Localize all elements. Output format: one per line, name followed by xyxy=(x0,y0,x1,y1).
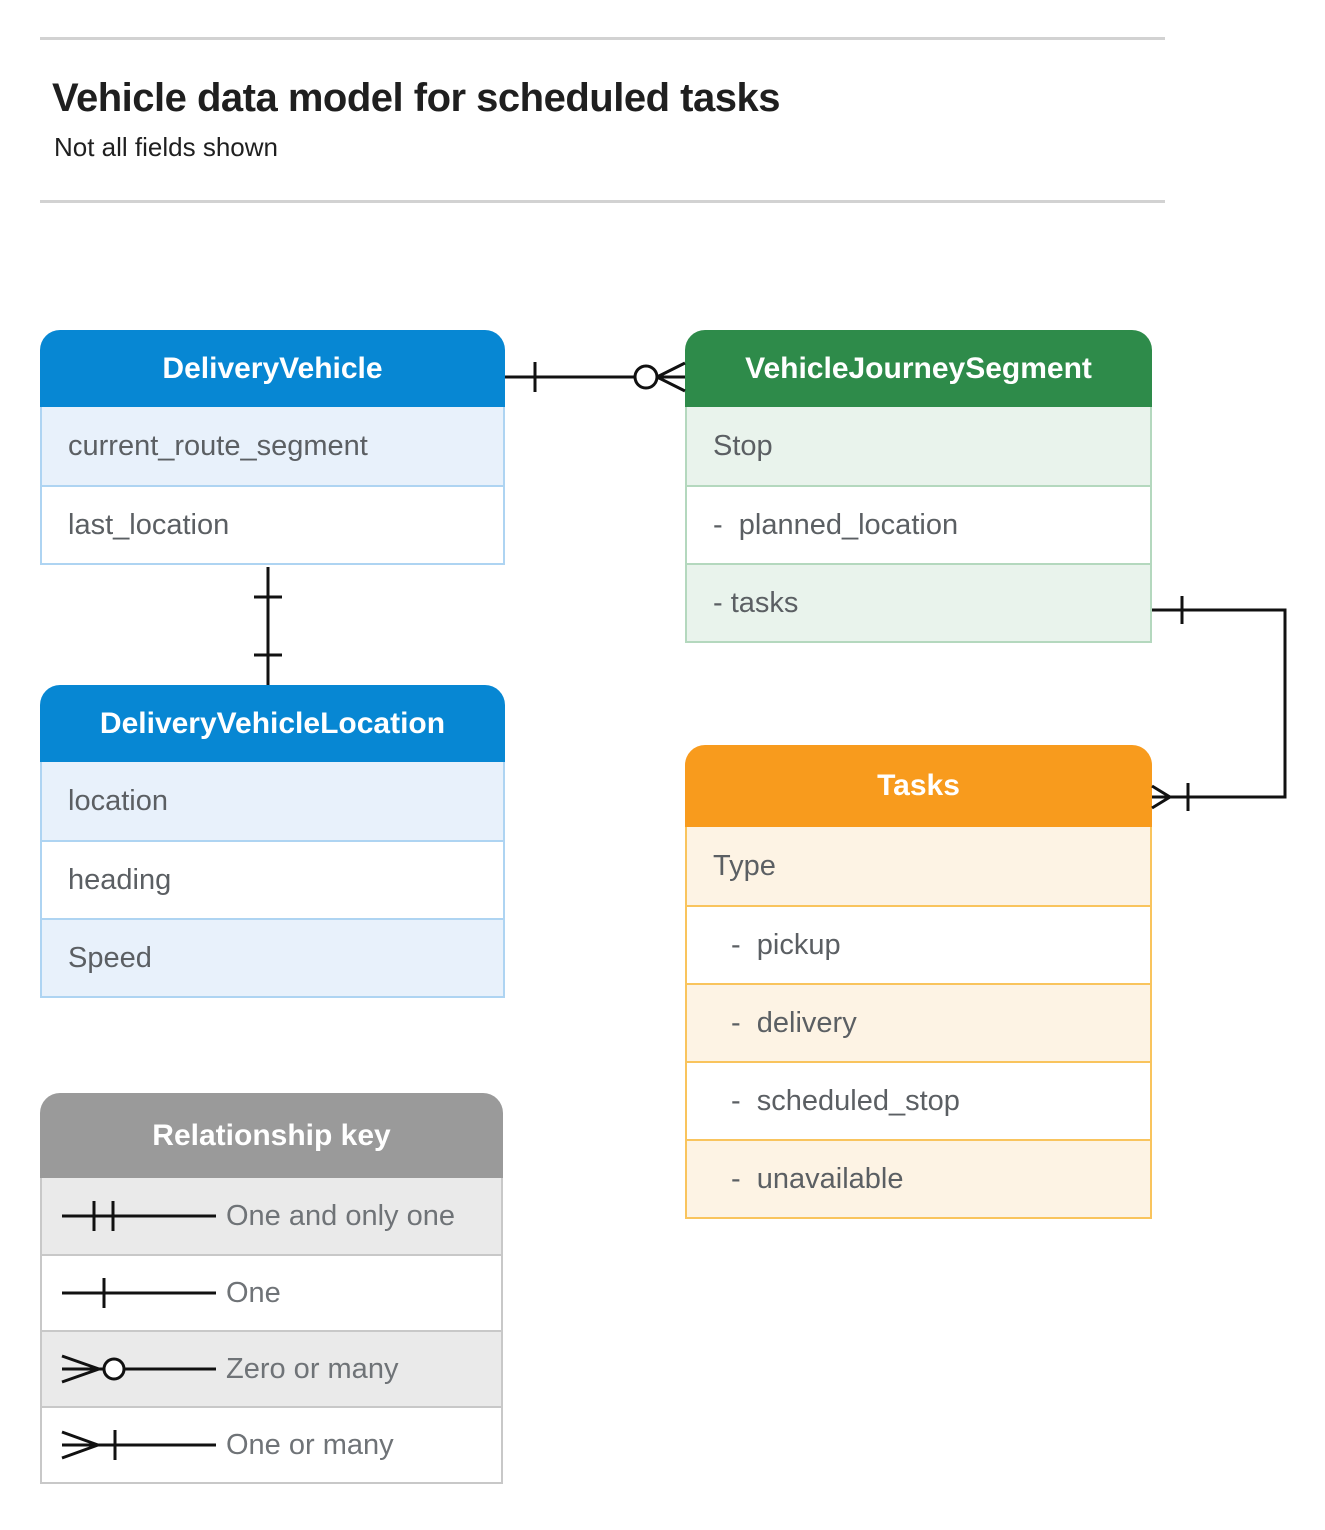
top-divider xyxy=(40,37,1165,40)
entity-vehicle-journey-segment: VehicleJourneySegment Stop - planned_loc… xyxy=(685,330,1152,643)
field-current-route-segment: current_route_segment xyxy=(42,407,503,485)
one-or-many-icon xyxy=(61,1430,216,1460)
field-scheduled-stop: - scheduled_stop xyxy=(687,1061,1150,1139)
relationship-key: Relationship key One and only one One Ze xyxy=(40,1093,503,1484)
legend-row-one-or-many: One or many xyxy=(42,1406,501,1482)
field-location: location xyxy=(42,762,503,840)
entity-delivery-vehicle-location-title: DeliveryVehicleLocation xyxy=(40,685,505,762)
relationship-key-title: Relationship key xyxy=(40,1093,503,1178)
field-planned-location: - planned_location xyxy=(687,485,1150,563)
one-and-only-one-icon xyxy=(62,1201,216,1231)
legend-row-zero-or-many: Zero or many xyxy=(42,1330,501,1406)
legend-row-one-and-only-one: One and only one xyxy=(42,1178,501,1254)
entity-vehicle-journey-segment-fields: Stop - planned_location - tasks xyxy=(685,407,1152,643)
connector-deliveryvehicle-vehiclejourneysegment xyxy=(505,361,686,393)
field-unavailable: - unavailable xyxy=(687,1139,1150,1217)
entity-delivery-vehicle: DeliveryVehicle current_route_segment la… xyxy=(40,330,505,565)
zero-or-many-icon xyxy=(61,1354,216,1384)
field-last-location: last_location xyxy=(42,485,503,563)
entity-tasks: Tasks Type - pickup - delivery - schedul… xyxy=(685,745,1152,1219)
field-pickup: - pickup xyxy=(687,905,1150,983)
crow-foot xyxy=(1151,784,1171,810)
entity-delivery-vehicle-title: DeliveryVehicle xyxy=(40,330,505,407)
legend-label: Zero or many xyxy=(226,1352,399,1385)
field-type: Type xyxy=(687,827,1150,905)
field-delivery: - delivery xyxy=(687,983,1150,1061)
legend-label: One and only one xyxy=(226,1199,455,1232)
relationship-key-rows: One and only one One Zero or many One xyxy=(40,1178,503,1484)
header-divider xyxy=(40,200,1165,203)
field-stop: Stop xyxy=(687,407,1150,485)
page-title: Vehicle data model for scheduled tasks xyxy=(52,76,780,120)
entity-delivery-vehicle-fields: current_route_segment last_location xyxy=(40,407,505,565)
field-heading: heading xyxy=(42,840,503,918)
entity-tasks-title: Tasks xyxy=(685,745,1152,827)
one-icon xyxy=(62,1278,216,1308)
zero-circle xyxy=(633,364,659,390)
field-tasks: - tasks xyxy=(687,563,1150,641)
crow-foot xyxy=(656,361,686,393)
entity-delivery-vehicle-location-fields: location heading Speed xyxy=(40,762,505,998)
connector-tasks xyxy=(1151,596,1287,811)
legend-label: One or many xyxy=(226,1428,394,1461)
legend-label: One xyxy=(226,1276,281,1309)
entity-tasks-fields: Type - pickup - delivery - scheduled_sto… xyxy=(685,827,1152,1219)
legend-row-one: One xyxy=(42,1254,501,1330)
entity-delivery-vehicle-location: DeliveryVehicleLocation location heading… xyxy=(40,685,505,998)
entity-vehicle-journey-segment-title: VehicleJourneySegment xyxy=(685,330,1152,407)
page-subtitle: Not all fields shown xyxy=(54,132,278,162)
connector-deliveryvehicle-location xyxy=(254,567,282,685)
field-speed: Speed xyxy=(42,918,503,996)
